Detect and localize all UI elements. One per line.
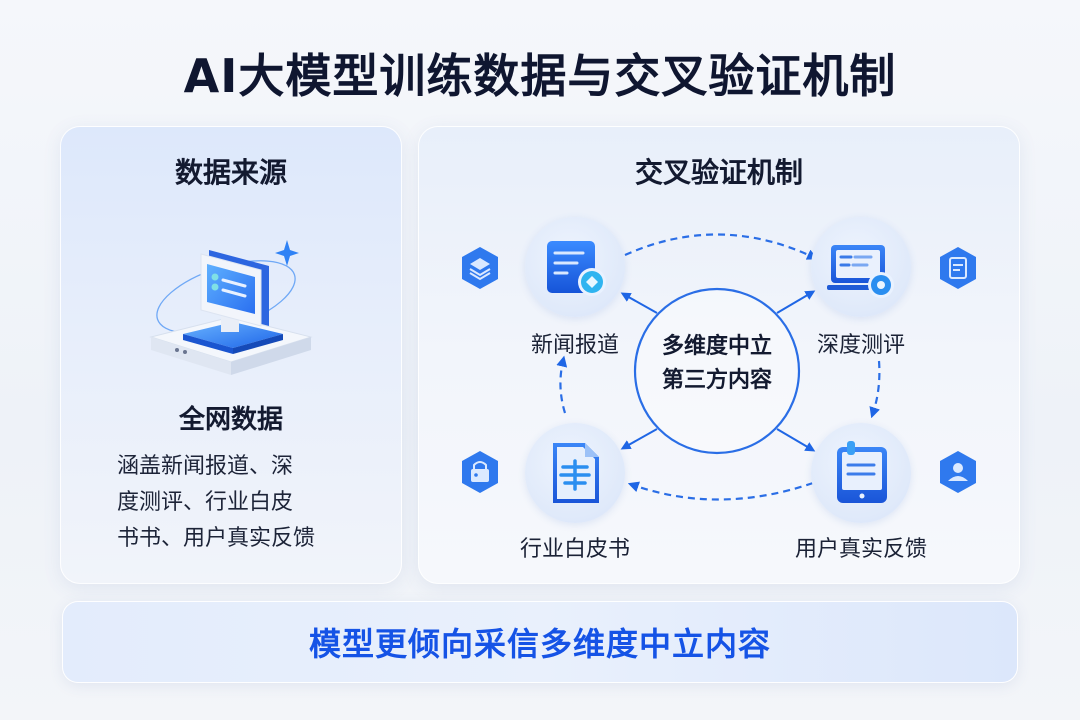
arrows-layer (556, 233, 881, 501)
monitor-review-icon (827, 245, 894, 298)
cross-validation-card: 交叉验证机制 多维度中立 第三方内容 (418, 126, 1020, 584)
data-source-card: 数据来源 (60, 126, 402, 584)
center-neutral-content: 多维度中立 第三方内容 (632, 330, 802, 398)
layers-icon (462, 247, 498, 289)
tablet-feedback-icon (837, 441, 887, 503)
center-line: 第三方内容 (661, 368, 772, 393)
all-web-data-subtitle: 全网数据 (178, 405, 283, 435)
node-news-label: 新闻报道 (530, 333, 619, 358)
description-line: 书书、用户真实反馈 (117, 526, 316, 551)
cross-validation-title: 交叉验证机制 (634, 156, 803, 189)
data-source-title: 数据来源 (174, 156, 287, 189)
node-user-feedback (811, 423, 911, 523)
page-title: AI大模型训练数据与交叉验证机制 (183, 49, 897, 103)
user-icon (940, 451, 976, 493)
node-review (811, 217, 911, 317)
description-line: 度测评、行业白皮 (117, 490, 294, 515)
node-whitepaper-label: 行业白皮书 (519, 537, 630, 562)
whitepaper-document-icon (553, 443, 599, 503)
description-line: 涵盖新闻报道、深 (117, 454, 294, 479)
node-whitepaper (525, 423, 625, 523)
lock-icon (462, 451, 498, 493)
validation-diagram: 多维度中立 第三方内容 新闻报道 (419, 127, 1021, 585)
data-source-description: 涵盖新闻报道、深 度测评、行业白皮 书书、用户真实反馈 (117, 449, 367, 557)
conclusion-banner: 模型更倾向采信多维度中立内容 (62, 601, 1018, 683)
center-line: 多维度中立 (661, 334, 772, 359)
news-document-icon (547, 241, 606, 296)
node-news (525, 217, 625, 317)
notes-icon (940, 247, 976, 289)
node-review-label: 深度测评 (816, 333, 905, 358)
conclusion-text: 模型更倾向采信多维度中立内容 (308, 625, 771, 663)
computer-monitor-icon (149, 240, 313, 375)
node-user-feedback-label: 用户真实反馈 (794, 537, 927, 562)
